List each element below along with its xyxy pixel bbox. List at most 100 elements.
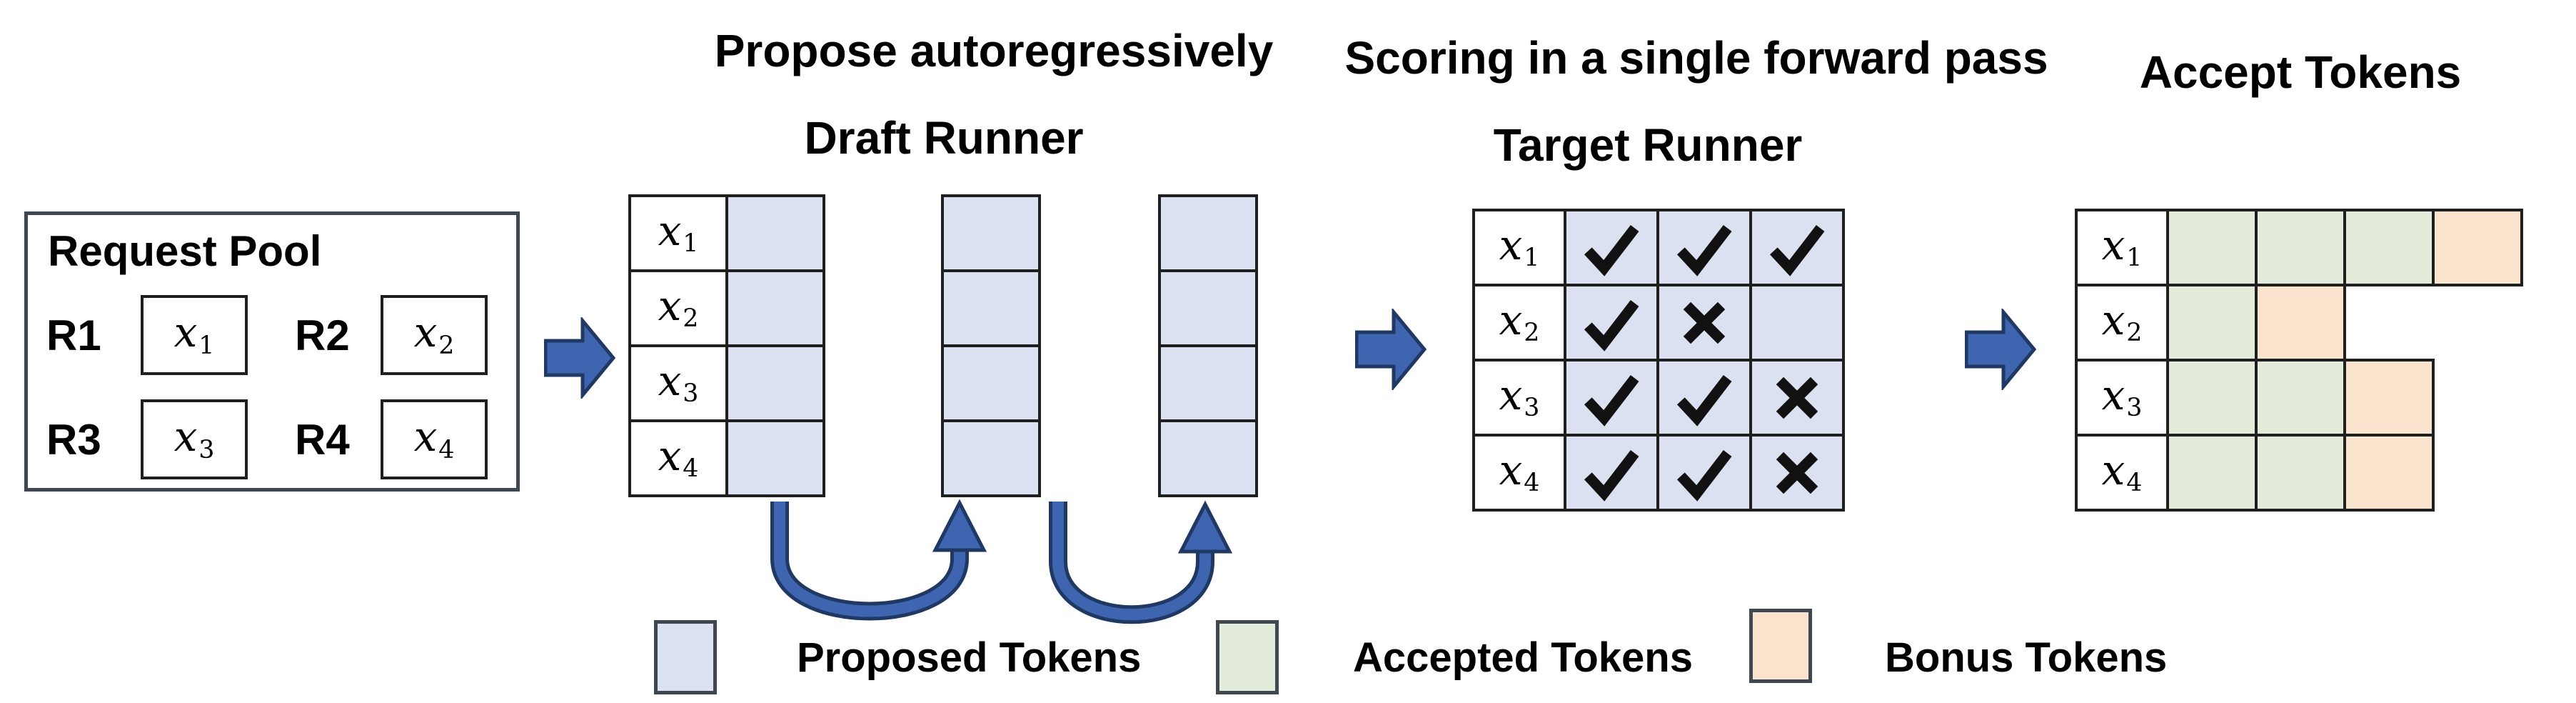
draft-row	[1158, 344, 1258, 422]
proposed-token-cell	[1158, 269, 1258, 347]
loop-arrow-icon	[770, 499, 987, 621]
accept-token-cell	[2166, 434, 2258, 512]
score-cell	[1656, 359, 1752, 437]
accept-row-label: x3	[2075, 359, 2169, 437]
check-icon	[1676, 224, 1732, 276]
accept-token-cell	[2343, 434, 2435, 512]
proposed-token-cell	[1158, 419, 1258, 497]
score-cell	[1656, 434, 1752, 512]
legend-item-proposed: Proposed Tokens	[654, 620, 1141, 694]
request-token-box: x3	[141, 399, 248, 479]
accept-token-cell	[2432, 209, 2523, 286]
request-token-box: x2	[381, 295, 488, 375]
target-runner-grid: x1 x2 x3 x4	[1472, 209, 1845, 512]
accept-token-cell	[2255, 359, 2346, 437]
draft-row	[941, 344, 1041, 422]
proposed-token-cell	[941, 269, 1041, 347]
token-label: x4	[2101, 445, 2143, 498]
request-label: R2	[295, 311, 350, 359]
legend-label: Proposed Tokens	[797, 634, 1142, 681]
check-icon	[1584, 374, 1639, 427]
scoring-title: Scoring in a single forward pass	[1344, 32, 2048, 84]
score-cell	[1564, 209, 1659, 286]
accept-row: x3	[2075, 359, 2523, 437]
token-label: x2	[1499, 295, 1540, 348]
accept-token-cell	[2255, 434, 2346, 512]
proposed-token-cell	[941, 419, 1041, 497]
bonus-color-swatch	[1749, 609, 1812, 683]
proposed-token-cell	[941, 194, 1041, 272]
draft-row	[941, 269, 1041, 347]
draft-row-label: x4	[628, 419, 728, 497]
score-cell	[1564, 284, 1659, 362]
flow-arrow-icon	[544, 317, 615, 399]
accept-token-cell	[2255, 284, 2346, 362]
draft-row: x1	[628, 194, 825, 272]
proposed-token-cell	[1158, 194, 1258, 272]
legend-label: Bonus Tokens	[1885, 634, 2168, 681]
accept-row: x2	[2075, 284, 2523, 362]
accept-tokens-grid: x1 x2 x3 x4	[2075, 209, 2523, 512]
token-label: x2	[658, 281, 699, 334]
check-icon	[1769, 224, 1825, 276]
target-runner-title: Target Runner	[1493, 119, 1803, 171]
request-token-box: x1	[141, 295, 248, 375]
target-row-label: x3	[1472, 359, 1566, 437]
token-label: x1	[173, 308, 215, 360]
draft-proposed-column	[1158, 194, 1258, 497]
draft-row	[941, 194, 1041, 272]
cross-icon	[1683, 301, 1726, 344]
token-label: x1	[1499, 220, 1540, 273]
accept-row-label: x2	[2075, 284, 2169, 362]
legend-label: Accepted Tokens	[1353, 634, 1693, 681]
check-icon	[1584, 449, 1639, 502]
legend-item-accepted: Accepted Tokens	[1216, 620, 1693, 694]
draft-row	[1158, 269, 1258, 347]
proposed-token-cell	[1158, 344, 1258, 422]
accept-row-label: x1	[2075, 209, 2169, 286]
draft-row-label: x3	[628, 344, 728, 422]
accept-token-cell	[2166, 359, 2258, 437]
accept-token-cell	[2343, 209, 2435, 286]
score-cell	[1656, 284, 1752, 362]
draft-row: x2	[628, 269, 825, 347]
token-label: x3	[2101, 370, 2143, 423]
token-label: x3	[1499, 370, 1540, 423]
proposed-token-cell	[725, 344, 825, 422]
flow-arrow-icon	[1355, 309, 1427, 390]
token-label: x4	[658, 431, 699, 484]
accept-row-label: x4	[2075, 434, 2169, 512]
score-cell	[1749, 209, 1845, 286]
request-token-box: x4	[381, 399, 488, 479]
flow-arrow-icon	[1965, 309, 2036, 390]
token-label: x2	[2101, 295, 2143, 348]
proposed-token-cell	[725, 419, 825, 497]
draft-row: x3	[628, 344, 825, 422]
accept-tokens-title: Accept Tokens	[2139, 46, 2462, 98]
accept-row: x1	[2075, 209, 2523, 286]
token-label: x3	[173, 412, 215, 464]
token-label: x2	[413, 308, 455, 360]
draft-row	[941, 419, 1041, 497]
score-cell	[1749, 284, 1845, 362]
proposed-token-cell	[725, 269, 825, 347]
accept-token-cell	[2255, 209, 2346, 286]
legend-item-bonus: Bonus Tokens	[1749, 609, 2168, 694]
draft-row: x4	[628, 419, 825, 497]
accepted-color-swatch	[1216, 620, 1279, 694]
score-cell	[1656, 209, 1752, 286]
cross-icon	[1776, 377, 1818, 419]
target-row-label: x1	[1472, 209, 1566, 286]
propose-title: Propose autoregressively	[714, 25, 1274, 76]
target-row: x4	[1472, 434, 1845, 512]
check-icon	[1584, 299, 1639, 352]
token-label: x4	[413, 412, 455, 464]
accept-row: x4	[2075, 434, 2523, 512]
request-pool-title: Request Pool	[48, 227, 322, 275]
draft-proposed-column	[941, 194, 1041, 497]
target-row-label: x4	[1472, 434, 1566, 512]
request-label: R1	[46, 311, 101, 359]
loop-arrow-icon	[1049, 500, 1233, 624]
